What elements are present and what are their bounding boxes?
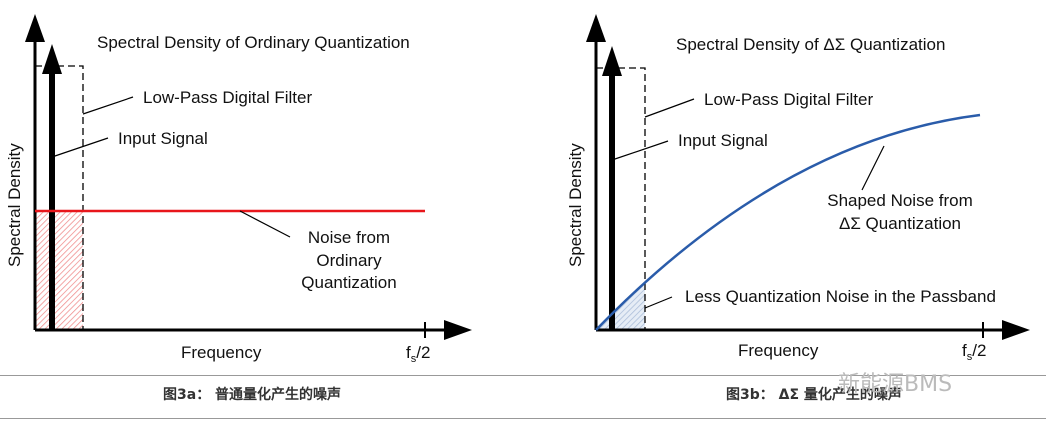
noise-leader (239, 210, 291, 238)
left-signal-label: Input Signal (118, 129, 208, 148)
filter-leader (82, 96, 134, 115)
left-noise-label-2: Ordinary (316, 251, 382, 270)
x-axis-arrow-icon (1002, 320, 1030, 340)
right-passband-label: Less Quantization Noise in the Passband (685, 287, 996, 306)
left-filter-label: Low-Pass Digital Filter (143, 88, 312, 107)
passband-noise-hatch (36, 211, 83, 330)
right-ylabel: Spectral Density (566, 143, 585, 267)
caption-3a: 图3a： 普通量化产生的噪声 (163, 387, 342, 403)
caption-3b: 图3b： ΔΣ 量化产生的噪声 (726, 387, 902, 403)
right-filter-label: Low-Pass Digital Filter (704, 90, 873, 109)
left-noise-label-3: Quantization (301, 273, 396, 292)
signal-leader (51, 137, 109, 158)
filter-leader (644, 98, 695, 118)
right-noise-label-2: ΔΣ Quantization (839, 214, 961, 233)
left-xlabel: Frequency (181, 343, 262, 362)
right-noise-label-1: Shaped Noise from (827, 191, 973, 210)
left-title: Spectral Density of Ordinary Quantizatio… (97, 33, 410, 52)
right-panel: Spectral Density of ΔΣ Quantization Low-… (566, 14, 1030, 363)
input-signal-arrow-icon (42, 44, 62, 74)
input-signal-arrow-icon (602, 46, 622, 76)
left-noise-label-1: Noise from (308, 228, 390, 247)
left-panel: Spectral Density of Ordinary Quantizatio… (5, 14, 472, 365)
passband-leader (644, 296, 673, 309)
right-title: Spectral Density of ΔΣ Quantization (676, 35, 945, 54)
signal-leader (611, 140, 669, 161)
right-fs2-label: fs/2 (962, 341, 986, 363)
y-axis-arrow-icon (586, 14, 606, 42)
caption-divider-top (0, 375, 1046, 376)
shaped-noise-curve (595, 113, 981, 331)
caption-divider-bottom (0, 418, 1046, 419)
x-axis-arrow-icon (444, 320, 472, 340)
right-signal-label: Input Signal (678, 131, 768, 150)
left-ylabel: Spectral Density (5, 143, 24, 267)
y-axis-arrow-icon (25, 14, 45, 42)
left-fs2-label: fs/2 (406, 343, 430, 365)
right-xlabel: Frequency (738, 341, 819, 360)
noise-leader (861, 145, 885, 191)
watermark: 新能源BMS (838, 372, 953, 397)
